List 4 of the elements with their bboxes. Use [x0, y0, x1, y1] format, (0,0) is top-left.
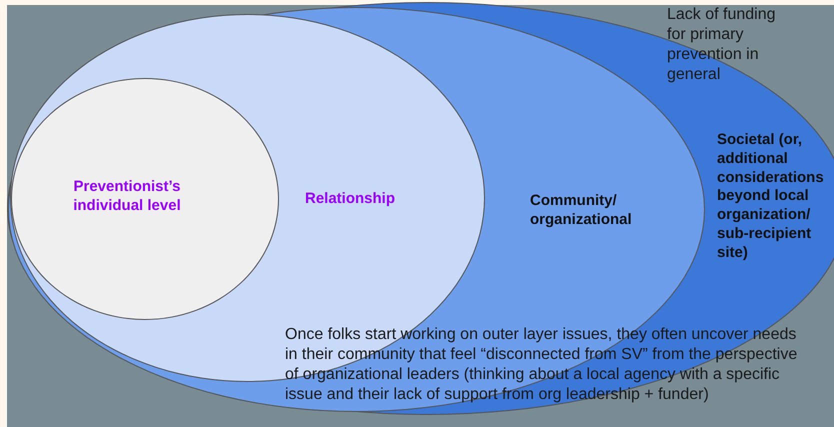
level-label: Relationship	[305, 190, 396, 209]
level-label: Community/ organizational	[530, 192, 633, 230]
level-label: Societal (or, additional considerations beyond local organization/ sub-recipient site)	[717, 131, 825, 262]
level-label: Preventionist’s individual level	[72, 178, 182, 216]
